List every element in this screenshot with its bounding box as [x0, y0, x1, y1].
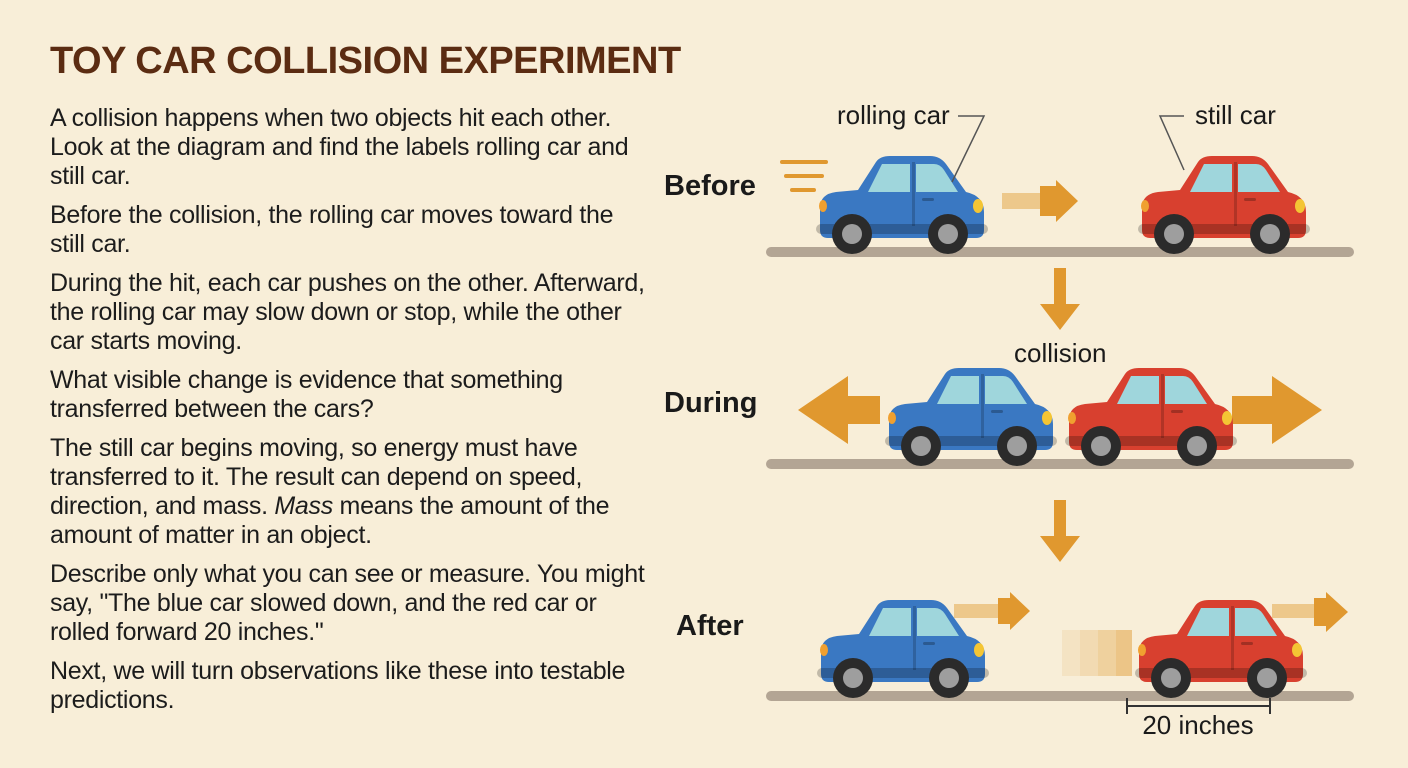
- blue-car-motion-arrow-icon: [954, 592, 1030, 630]
- blue-rolling-car: [816, 156, 988, 254]
- after-stage: After 20 inches: [676, 592, 1354, 740]
- motion-blur-icon: [1062, 630, 1132, 676]
- motion-lines-icon: [780, 160, 828, 192]
- paragraph-energy-transfer: The still car begins moving, so energy m…: [50, 434, 650, 550]
- down-arrow-icon: [1040, 500, 1080, 562]
- text-column: A collision happens when two objects hit…: [50, 104, 650, 725]
- blue-car-colliding: [885, 368, 1057, 466]
- after-ground-track: [766, 691, 1354, 701]
- mass-definition-text: means the amount of the amount of matter…: [50, 492, 610, 549]
- still-car-callout: still car: [1195, 100, 1276, 130]
- collision-callout: collision: [1014, 338, 1107, 368]
- energy-text: The still car begins moving, so energy m…: [50, 434, 583, 520]
- red-car-motion-arrow-icon: [1272, 592, 1348, 632]
- paragraph-next: Next, we will turn observations like the…: [50, 657, 626, 714]
- before-label: Before: [664, 170, 756, 202]
- rolling-car-callout: rolling car: [837, 100, 950, 130]
- red-still-car: [1138, 156, 1310, 254]
- page-title: TOY CAR COLLISION EXPERIMENT: [50, 40, 681, 82]
- still-car-leader-line: [1158, 115, 1185, 171]
- before-motion-arrow-icon: [1002, 180, 1078, 222]
- during-label: During: [664, 387, 757, 419]
- during-stage: During collision: [664, 338, 1354, 469]
- paragraph-before: Before the collision, the rolling car mo…: [50, 201, 614, 258]
- paragraph-observe: Describe only what you can see or measur…: [50, 560, 645, 646]
- red-car-colliding: [1065, 368, 1237, 466]
- collision-diagram: Before rolling car still car During coll…: [664, 100, 1354, 740]
- paragraph-question: What visible change is evidence that som…: [50, 366, 563, 423]
- distance-marker: [1126, 698, 1271, 714]
- before-ground-track: [766, 247, 1354, 257]
- before-stage: Before rolling car still car: [664, 100, 1354, 257]
- distance-label: 20 inches: [1142, 710, 1253, 740]
- mass-term: Mass: [274, 492, 333, 520]
- rolling-car-leader-line: [951, 115, 986, 183]
- after-label: After: [676, 610, 744, 642]
- right-push-arrow-icon: [1232, 376, 1322, 444]
- paragraph-during: During the hit, each car pushes on the o…: [50, 269, 645, 355]
- during-ground-track: [766, 459, 1354, 469]
- paragraph-collision-definition: A collision happens when two objects hit…: [50, 104, 629, 190]
- left-push-arrow-icon: [798, 376, 880, 444]
- down-arrow-icon: [1040, 268, 1080, 330]
